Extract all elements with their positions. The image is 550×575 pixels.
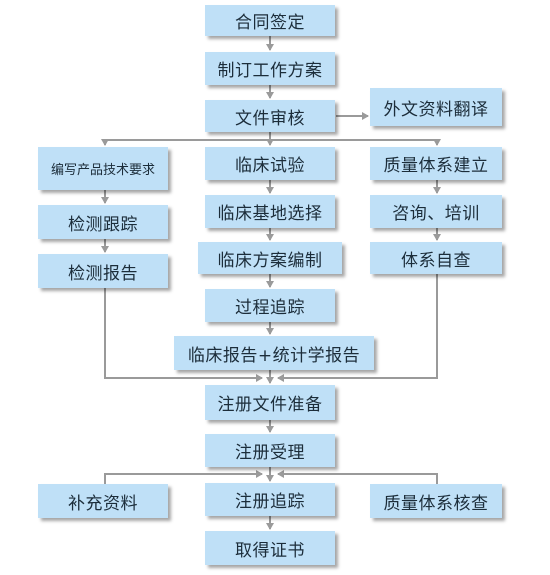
merge-line-left (104, 288, 263, 382)
node-clinical-report: 临床报告+统计学报告 (174, 336, 374, 370)
loop-line-right (277, 470, 438, 484)
node-training: 咨询、培训 (370, 195, 502, 228)
node-test-track: 检测跟踪 (38, 205, 168, 239)
node-review: 文件审核 (205, 100, 335, 132)
node-accept: 注册受理 (205, 434, 335, 467)
node-test-report: 检测报告 (38, 254, 168, 288)
node-quality: 质量体系建立 (370, 147, 502, 180)
merge-line-right (277, 274, 438, 382)
loop-line-left (104, 470, 263, 484)
node-supplement: 补充资料 (38, 484, 168, 518)
node-track: 注册追踪 (205, 483, 335, 516)
node-trial: 临床试验 (205, 147, 335, 180)
node-spec: 编写产品技术要求 (38, 147, 168, 190)
node-translate: 外文资料翻译 (370, 88, 502, 126)
node-cert: 取得证书 (205, 531, 335, 565)
node-site: 临床基地选择 (205, 195, 335, 228)
node-process: 过程追踪 (205, 289, 335, 322)
node-docs: 注册文件准备 (205, 385, 335, 420)
node-audit: 质量体系核查 (370, 484, 502, 518)
node-plan: 制订工作方案 (205, 52, 335, 85)
node-clinical-plan: 临床方案编制 (198, 242, 342, 274)
node-self-check: 体系自查 (370, 242, 502, 274)
node-contract: 合同签定 (205, 5, 335, 36)
